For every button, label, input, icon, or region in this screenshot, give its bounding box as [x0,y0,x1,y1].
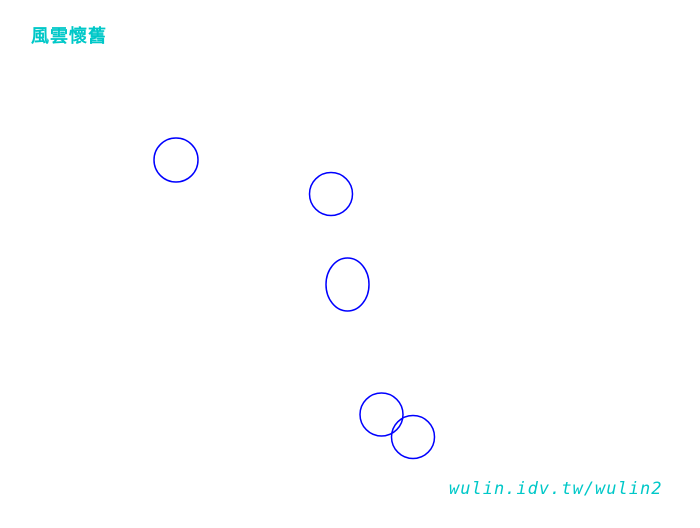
game-title: 風雲懷舊 [31,26,107,47]
target-circle-2[interactable] [308,171,354,217]
target-circle-5[interactable] [390,414,436,460]
target-ellipse-3[interactable] [325,257,370,312]
site-url: wulin.idv.tw/wulin2 [449,479,663,499]
target-circle-4[interactable] [359,392,404,437]
target-circle-1[interactable] [153,137,199,183]
